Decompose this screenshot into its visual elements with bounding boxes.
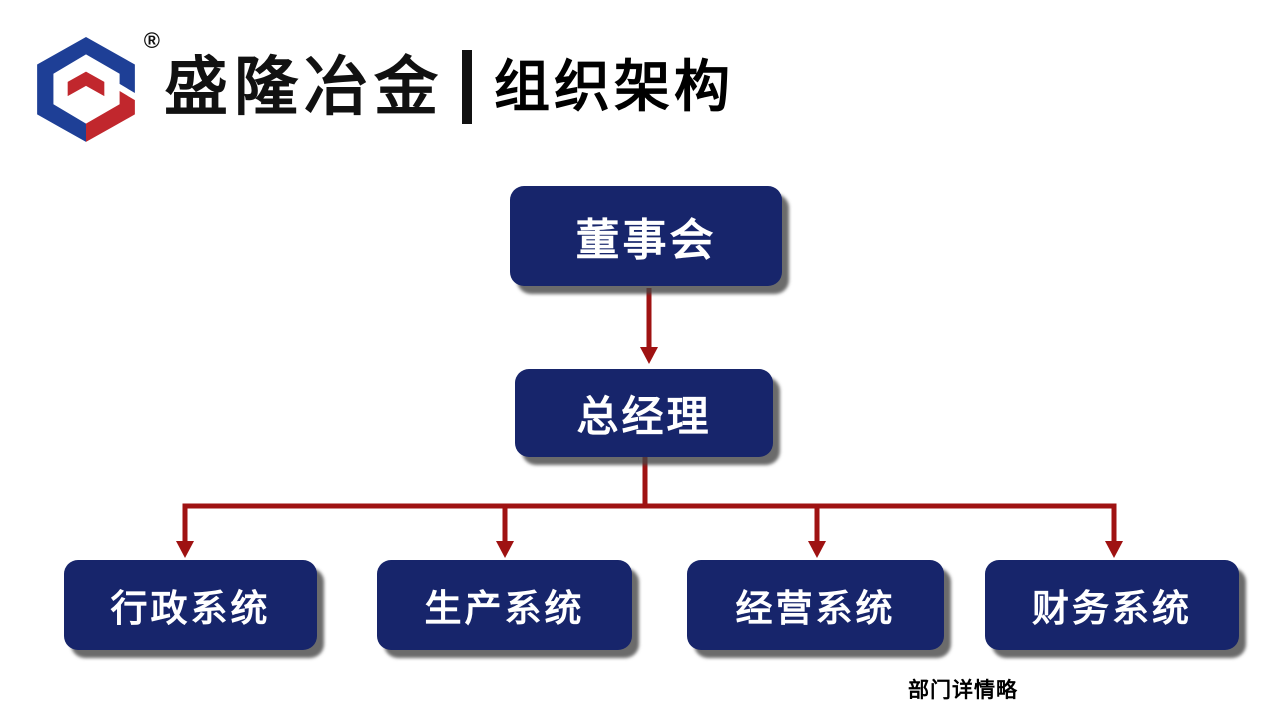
org-node-label: 行政系统	[110, 588, 271, 629]
org-node-operations-system: 经营系统	[687, 560, 944, 650]
hexagon-s-logo-icon	[37, 37, 135, 142]
org-node-label: 总经理	[576, 392, 712, 440]
org-node-board: 董事会	[510, 186, 782, 286]
org-node-label: 财务系统	[1032, 588, 1192, 629]
registered-trademark-symbol: ®	[143, 28, 160, 53]
org-node-finance-system: 财务系统	[985, 560, 1239, 650]
company-name: 盛隆冶金	[164, 51, 444, 123]
footer-note: 部门详情略	[908, 679, 1018, 702]
page-title: 组织架构	[494, 55, 734, 118]
org-node-label: 经营系统	[735, 588, 896, 629]
company-logo: ®	[30, 26, 160, 148]
org-node-production-system: 生产系统	[377, 560, 632, 650]
header: ® 盛隆冶金 组织架构	[30, 22, 734, 152]
org-node-label: 生产系统	[424, 588, 585, 629]
title-divider	[462, 50, 472, 124]
org-node-admin-system: 行政系统	[64, 560, 317, 650]
org-node-label: 董事会	[575, 216, 717, 265]
org-node-general-manager: 总经理	[515, 369, 773, 457]
